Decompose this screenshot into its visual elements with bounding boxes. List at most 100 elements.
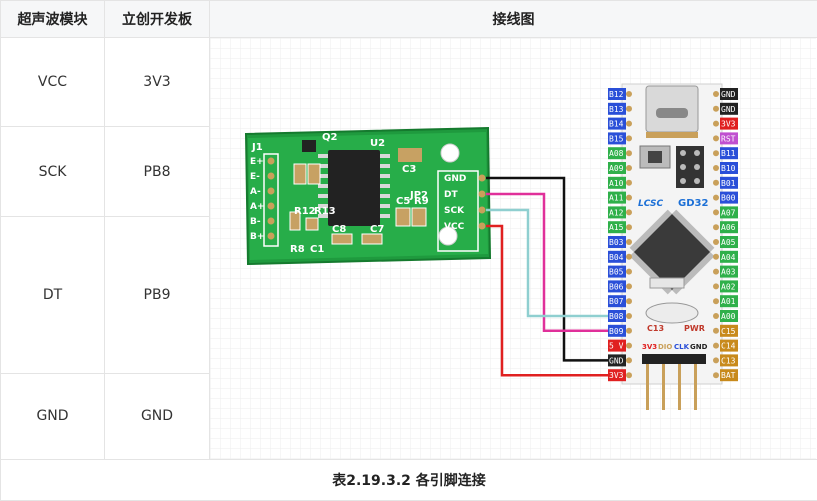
board-right-pin-label: 3V3 [721,120,736,129]
board-left-pin-label: B04 [609,253,624,262]
board-right-pin [720,369,738,382]
wires [486,176,610,377]
hx711-right-pin [478,190,486,198]
hx711-left-pin-label: B- [250,217,261,227]
board-left-pin [608,236,626,248]
board-left-pin-label: B15 [609,134,624,143]
header-diagram: 接线图 [209,0,817,38]
hx711-silk-label: C8 [332,224,346,235]
board-left-pin [608,117,626,130]
hx711-silk-label: J1 [251,142,263,153]
board-right-pin [720,324,738,337]
board-left-pin-label: A12 [609,208,624,217]
board-right-pin-label: A05 [721,238,736,247]
board-right-pin-label: B11 [721,149,736,158]
hx711-left-pin [267,187,275,195]
hx711-silk-label: C1 [310,244,324,255]
board-right-pin [720,221,738,234]
svg-text:PWR: PWR [684,324,705,333]
board-right-pin-label: C14 [721,342,736,351]
hx711-right-pin-label: DT [444,190,458,200]
wire-dt [486,192,610,333]
board-right-pin [720,176,738,189]
debug-pin-label: CLK [674,343,690,351]
board-right-pin [720,191,738,204]
board-right-pin [720,339,738,352]
board-right-pin [720,117,738,130]
board-left-pin [608,102,626,115]
board-right-pin [720,102,738,115]
board-left-pin [608,369,626,382]
board-left-pin-label: B05 [609,268,624,277]
board-right-pin-label: A01 [721,297,736,306]
board-right-pin [720,354,738,367]
board-left-pin-label: B09 [609,327,624,336]
hx711-silk-label: R8 [290,244,305,255]
board-left-pin [608,88,626,100]
hx711-left-pin [267,217,275,225]
board-left-pin [608,221,626,234]
board-left-pin [608,310,626,322]
board-right-pin-label: A03 [721,268,736,277]
board-right-pin [720,265,738,278]
board-right-pin-label: GND [721,90,736,99]
board-pin-gnd: GND [104,372,210,461]
hx711-silk-label: Q2 [322,132,338,143]
board-pin-pb9: PB9 [104,215,210,374]
dev-board: LCSC GD32 C13 PWR [608,83,738,410]
board-right-pin-label: C15 [721,327,736,336]
module-pin-gnd: GND [0,372,105,461]
svg-text:C13: C13 [647,324,664,333]
board-right-pin-label: RST [721,134,736,143]
board-right-pin [720,206,738,219]
board-right-pin [720,132,738,145]
lcsc-logo: LCSC [638,199,664,209]
board-left-pin-label: B08 [609,312,624,321]
board-pin-3v3: 3V3 [104,36,210,128]
board-left-pin [608,206,626,219]
debug-pin-label: GND [690,343,708,351]
board-left-pin-label: B03 [609,238,624,247]
board-left-pin-label: GND [609,356,624,365]
board-left-pin [608,176,626,189]
board-right-pin [720,295,738,308]
hx711-chip [328,150,380,226]
board-right-pin-label: B01 [721,179,736,188]
hx711-left-pin-label: E+ [250,157,264,167]
hx711-silk-label: C7 [370,224,384,235]
board-right-pin-label: A02 [721,282,736,291]
board-right-pin-label: A07 [721,208,736,217]
wire-gnd [486,176,610,362]
board-right-pin [720,236,738,248]
hx711-right-pin [478,206,486,214]
board-left-pin [608,280,626,293]
hx711-silk-label: R13 [314,206,336,217]
hx711-right-pin-label: VCC [444,222,465,232]
board-left-pin [608,265,626,278]
hx711-left-pin [267,232,275,240]
module-pin-sck: SCK [0,126,105,217]
board-right-pin-label: BAT [721,371,736,380]
board-right-pin [720,280,738,293]
hx711-silk-label: R12 [294,206,316,217]
board-left-pin-label: B14 [609,120,624,129]
hx711-left-pin [267,202,275,210]
board-right-pin [720,88,738,100]
crystal [645,302,699,324]
hx711-left-pin-label: A- [250,187,261,197]
board-left-pin [608,324,626,337]
board-right-pin-label: B10 [721,164,736,173]
board-right-pin-label: A06 [721,223,736,232]
board-left-pin-label: B13 [609,105,624,114]
hx711-left-pin-label: E- [250,172,260,182]
gd32-logo: GD32 [678,198,708,209]
hx711-left-pin-label: A+ [250,202,265,212]
hx711-right-pin [478,222,486,230]
hx711-silk-label: C5 [396,196,410,207]
board-right-pin-label: A00 [721,312,736,321]
hx711-silk-label: R9 [414,196,429,207]
